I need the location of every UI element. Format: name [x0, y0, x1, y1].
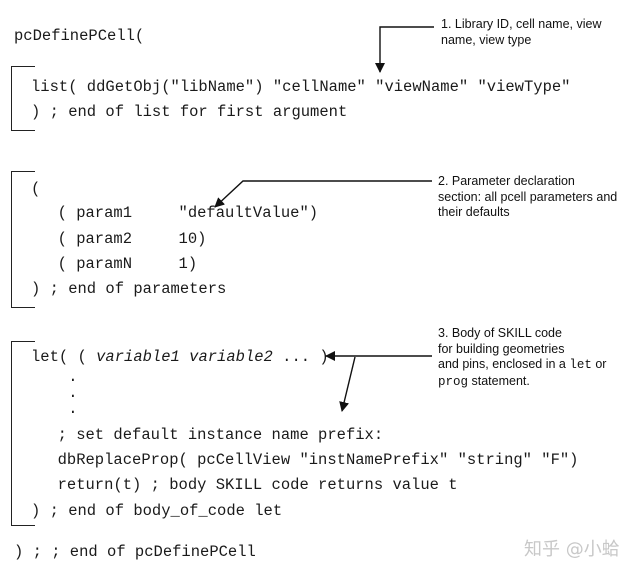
code-dbreplaceprop: dbReplaceProp( pcCellView "instNamePrefi… — [39, 451, 579, 469]
code-let-open: let( ( — [31, 348, 97, 366]
arrow-note-2 — [214, 180, 432, 208]
note-1-line-2: name, view type — [441, 32, 532, 47]
code-param-end: ) ; end of parameters — [31, 280, 227, 298]
note-3-let-keyword: let — [569, 358, 592, 372]
bracket-section-2 — [11, 171, 35, 308]
code-ellipsis-dot-1: . — [31, 368, 78, 386]
bracket-section-1 — [11, 66, 35, 131]
code-footer: ) ; ; end of pcDefinePCell — [14, 543, 256, 561]
code-let-end: ) ; end of body_of_code let — [31, 502, 283, 520]
note-3: 3. Body of SKILL code for building geome… — [438, 326, 606, 390]
code-param-open: ( — [31, 180, 41, 198]
code-let-close: ... ) — [272, 348, 329, 366]
bracket-section-3 — [11, 341, 35, 526]
code-param-2: ( param2 10) — [39, 230, 207, 248]
code-let-line: let( ( variable1 variable2 ... ) — [31, 348, 329, 366]
note-3-prog-keyword: prog — [438, 374, 469, 389]
note-3-line-1: 3. Body of SKILL code — [438, 326, 562, 340]
note-3-line-4b: statement. — [468, 373, 530, 388]
code-comment-prefix: ; set default instance name prefix: — [39, 426, 384, 444]
code-ellipsis-dot-2: . — [31, 384, 78, 402]
arrow-note-1 — [375, 26, 434, 73]
code-ellipsis-dot-3: . — [31, 400, 78, 418]
code-list-line: list( ddGetObj("libName") "cellName" "vi… — [31, 78, 571, 96]
code-return: return(t) ; body SKILL code returns valu… — [39, 476, 458, 494]
note-1: 1. Library ID, cell name, view name, vie… — [441, 17, 601, 48]
watermark: 知乎 @小蛤 — [524, 539, 620, 560]
note-3-line-3c: or — [591, 357, 607, 371]
code-let-variables: variable1 variable2 — [96, 348, 273, 366]
note-2-line-3: their defaults — [438, 205, 510, 219]
code-header: pcDefinePCell( — [14, 27, 145, 45]
note-1-line-1: 1. Library ID, cell name, view — [441, 17, 602, 31]
code-list-end: ) ; end of list for first argument — [31, 103, 348, 121]
code-param-1: ( param1 "defaultValue") — [39, 204, 319, 222]
note-2: 2. Parameter declaration section: all pc… — [438, 174, 617, 221]
code-param-n: ( paramN 1) — [39, 255, 198, 273]
note-2-line-2: section: all pcell parameters and — [438, 189, 618, 204]
note-3-line-2: for building geometries — [438, 341, 565, 356]
note-2-line-1: 2. Parameter declaration — [438, 174, 575, 188]
note-3-line-3a: and pins, enclosed in a — [438, 357, 570, 371]
arrow-note-3-body — [339, 356, 356, 412]
